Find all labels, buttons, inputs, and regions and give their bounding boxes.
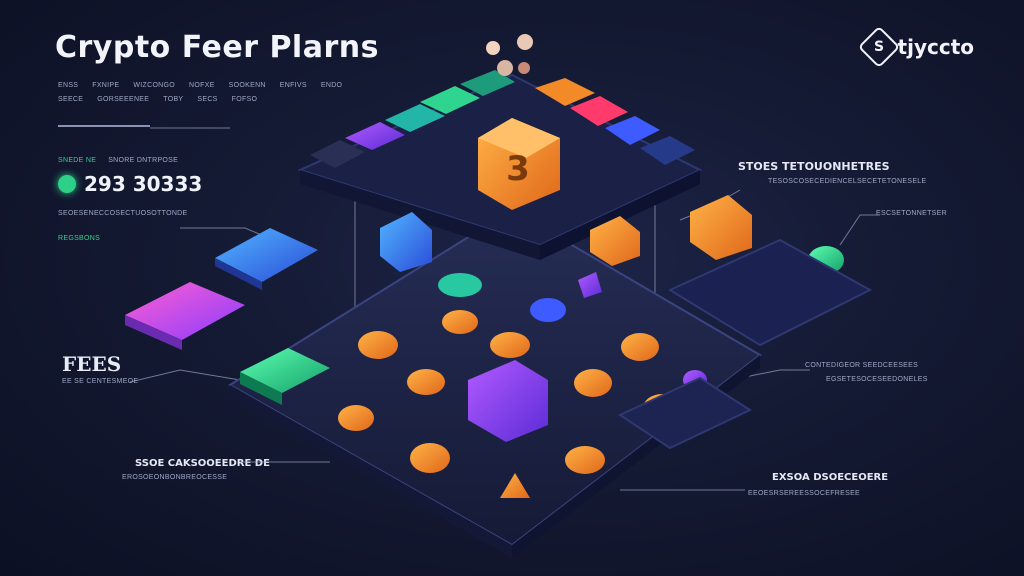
- callout-right-mid-title: CONTEDIGEOR SEEDCEESEES: [805, 362, 919, 369]
- nav-item[interactable]: ENFIVS: [279, 82, 307, 89]
- coin-icon: [574, 369, 612, 397]
- purple-cube-icon[interactable]: [468, 360, 548, 442]
- nav-item[interactable]: NOFXE: [189, 82, 215, 89]
- fees-sub: EE SE CENTESMEOE: [62, 378, 139, 385]
- callout-right-mid-sub: EGSETESOCESEEDONELES: [826, 376, 928, 383]
- coin-icon: [565, 446, 605, 474]
- nav-item[interactable]: FOFSO: [231, 96, 258, 103]
- brand-name: tjyccto: [897, 35, 974, 59]
- callout-bottom-right-sub: EEOESRSEREESSOCEFRESEE: [748, 490, 861, 497]
- coin-icon: [358, 331, 398, 359]
- nav-item[interactable]: ENSS: [58, 82, 79, 89]
- arrow-icon: [578, 272, 602, 298]
- rail-tiles: [310, 70, 695, 168]
- upper-platform-side-right: [540, 170, 700, 260]
- brand[interactable]: S tjyccto: [857, 25, 974, 69]
- coin-icon: [530, 298, 566, 322]
- nav-item[interactable]: SOOKENN: [228, 82, 266, 89]
- orange-cube-icon[interactable]: [590, 216, 640, 266]
- page-title: Crypto Feer Plarns: [55, 30, 379, 65]
- coin-icon: [407, 369, 445, 395]
- fees-label: FEES: [62, 352, 122, 376]
- callout-top-right-title: STOES TETOUONHETRES: [738, 160, 890, 173]
- board-side-left: [230, 385, 512, 558]
- nav-item[interactable]: SECS: [197, 96, 218, 103]
- pink-chart-tile[interactable]: [125, 282, 245, 350]
- floating-icons: [486, 34, 533, 76]
- stat-label-right: SNORE DNTRPOSE: [108, 157, 179, 164]
- nav-item[interactable]: WIZCONGO: [133, 82, 176, 89]
- warning-icon: [500, 473, 530, 498]
- nav-item[interactable]: SEECE: [58, 96, 84, 103]
- right-platform: [667, 238, 873, 347]
- coin-icon: [338, 405, 374, 431]
- callout-right-upper: ESCSETONNETSER: [876, 210, 947, 217]
- callout-bottom-left-title: SSOE CAKSOOEEDRE DE: [135, 458, 270, 469]
- svg-text:3: 3: [506, 149, 530, 189]
- orange-cube-icon[interactable]: [690, 195, 752, 260]
- callout-top-right-sub: TESOSCOSECEDIENCELSECETETONESELE: [768, 178, 927, 185]
- green-stack-tile[interactable]: [240, 348, 330, 405]
- callout-bottom-right-title: EXSOA DSOECEOERE: [772, 472, 889, 483]
- nav-item[interactable]: TOBY: [163, 96, 184, 103]
- divider: [58, 125, 150, 127]
- right-lower-platform: [617, 376, 753, 450]
- blue-cube-icon[interactable]: [380, 212, 432, 272]
- coin-icon: [490, 332, 530, 358]
- stat-label-row: SNEDE NE SNORE DNTRPOSE: [58, 157, 178, 164]
- stat-tag: REGSBONS: [58, 235, 101, 242]
- upper-platform-side: [300, 170, 540, 260]
- blue-chart-tile[interactable]: [215, 228, 318, 290]
- status-dot-icon: [58, 175, 76, 193]
- callout-bottom-left-sub: EROSOEONBONBREOCESSE: [122, 474, 228, 481]
- stat-value-row: 293 30333: [58, 172, 202, 196]
- nav-item[interactable]: FXNIPE: [92, 82, 120, 89]
- stat-label: SNEDE NE: [58, 157, 97, 164]
- coin-icon: [621, 333, 659, 361]
- coin-icon: [442, 310, 478, 334]
- stat-description: SEOESENECCOSECTUOSOTTONDE: [58, 210, 188, 217]
- stat-value: 293 30333: [84, 172, 203, 196]
- nav-item[interactable]: GORSEEENEE: [97, 96, 150, 103]
- nav-row-2: SEECE GORSEEENEE TOBY SECS FOFSO: [58, 96, 257, 103]
- coin-icon: [410, 443, 450, 473]
- central-cube-icon[interactable]: 3: [478, 118, 560, 210]
- nav-row-1: ENSS FXNIPE WIZCONGO NOFXE SOOKENN ENFIV…: [58, 82, 342, 89]
- coin-icon: [438, 273, 482, 297]
- nav-item[interactable]: ENDO: [320, 82, 343, 89]
